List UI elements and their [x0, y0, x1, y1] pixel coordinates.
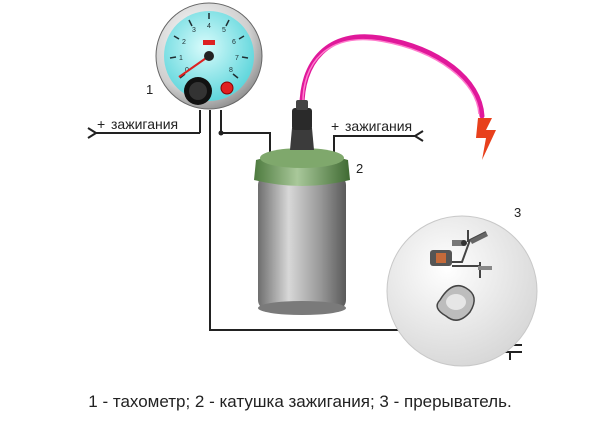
ignition-wire-right — [333, 135, 415, 152]
svg-text:2: 2 — [182, 39, 186, 46]
svg-text:6: 6 — [232, 39, 236, 46]
svg-text:3: 3 — [192, 27, 196, 34]
label-number-3: 3 — [514, 205, 521, 220]
svg-text:4: 4 — [207, 23, 211, 30]
coil-feed-wire — [221, 132, 271, 152]
svg-text:8: 8 — [229, 67, 233, 74]
label-number-1: 1 — [146, 82, 153, 97]
plus-label-right: + — [331, 118, 339, 134]
label-number-2: 2 — [356, 161, 363, 176]
tachometer-icon: 0 1 2 3 4 5 6 7 8 — [155, 2, 263, 110]
ignition-wire-right-end — [414, 130, 424, 142]
svg-text:5: 5 — [222, 27, 226, 34]
plus-label-left: + — [97, 116, 105, 132]
ignition-label-left: зажигания — [111, 116, 178, 132]
svg-text:1: 1 — [179, 55, 183, 62]
breaker-icon — [386, 215, 538, 367]
ignition-label-right: зажигания — [345, 118, 412, 134]
spark-icon — [476, 118, 496, 160]
high-voltage-wire-highlight — [302, 38, 480, 115]
ignition-coil-icon — [254, 100, 350, 315]
junction-dot — [218, 130, 224, 136]
ignition-wire-left-end — [87, 127, 97, 139]
diagram-caption: 1 - тахометр; 2 - катушка зажигания; 3 -… — [88, 392, 512, 411]
svg-text:7: 7 — [235, 55, 239, 62]
